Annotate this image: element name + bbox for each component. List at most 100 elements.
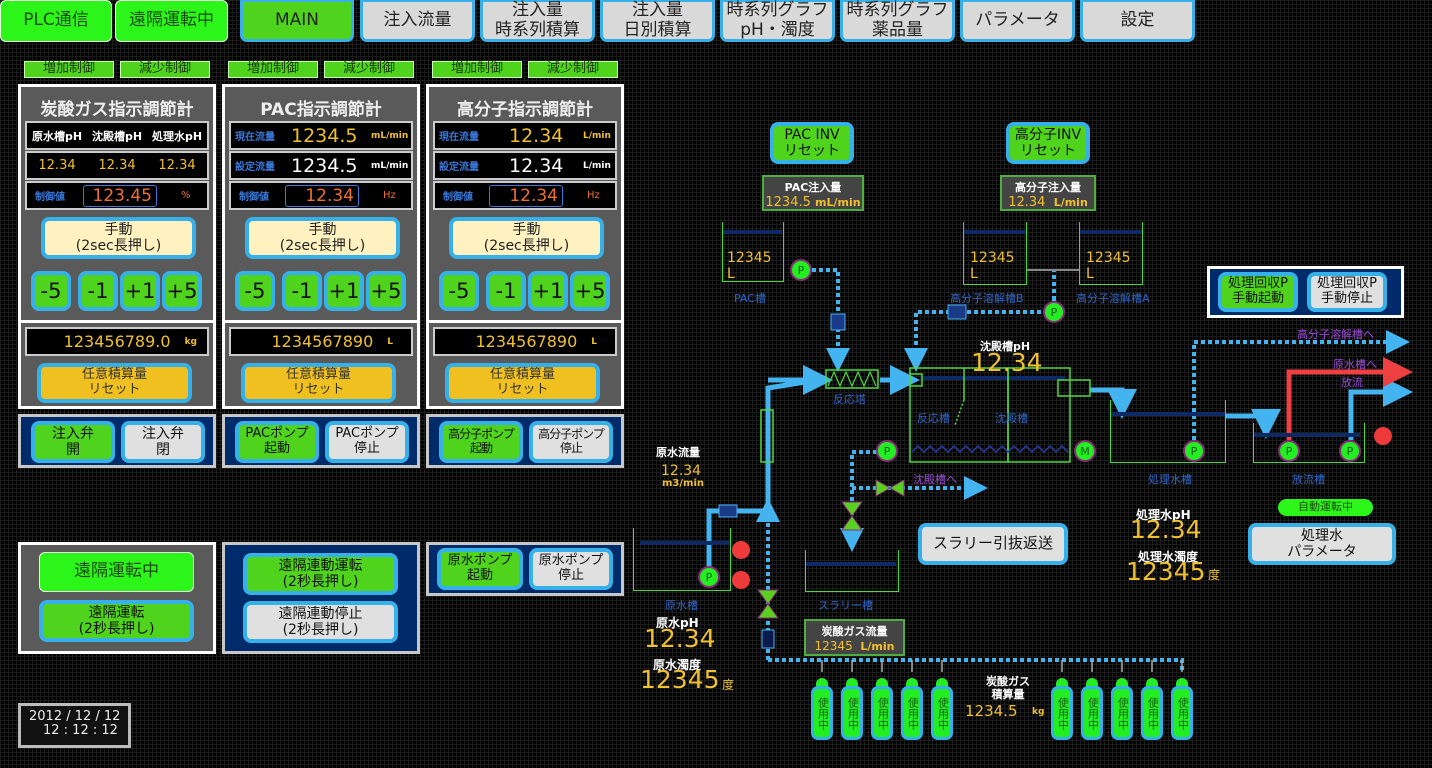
pac-control-value[interactable]: 12.34 [285, 184, 359, 207]
tab-injection-timeseries[interactable]: 注入量 時系列積算 [480, 0, 595, 42]
co2-increase-control[interactable]: 増加制御 [24, 61, 114, 78]
pac-step-plus1[interactable]: +1 [324, 271, 364, 311]
tab-parameters[interactable]: パラメータ [960, 0, 1075, 42]
poly-reset-button[interactable]: 任意積算量 リセット [445, 363, 600, 403]
poly-step-minus5[interactable]: -5 [439, 271, 479, 311]
scraper-motor-icon[interactable]: M [1074, 440, 1096, 462]
ph-value-settling: 12.34 [98, 158, 136, 173]
poly-total-unit: L [591, 336, 597, 347]
poly-tank-a-level: 12345 [1086, 250, 1131, 266]
raw-pump-stop-button[interactable]: 原水ポンプ 停止 [529, 548, 613, 590]
co2-flow-unit: L/min [860, 640, 895, 653]
poly-control-value[interactable]: 12.34 [489, 184, 563, 207]
co2-valve-open-button[interactable]: 注入弁 開 [31, 421, 115, 463]
slurry-tank [805, 550, 899, 592]
tab-settings[interactable]: 設定 [1080, 0, 1195, 42]
pac-injection-label: PAC注入量 [784, 181, 842, 194]
recovery-pump-stop-button[interactable]: 処理回収P 手動停止 [1307, 272, 1387, 312]
raw-turbidity-value: 12345 [640, 665, 720, 694]
pac-reset-button[interactable]: 任意積算量 リセット [241, 363, 396, 403]
ph-header-raw: 原水槽pH [31, 129, 83, 143]
co2-valve-close-button[interactable]: 注入弁 閉 [121, 421, 205, 463]
pac-valve-icon [830, 313, 846, 331]
pac-inv-reset-button[interactable]: PAC INV リセット [770, 122, 854, 164]
co2-step-plus5[interactable]: +5 [162, 271, 202, 311]
pac-current-value: 1234.5 [291, 124, 358, 147]
pac-pump-start-button[interactable]: PACポンプ 起動 [235, 421, 319, 463]
tab-graph-chemicals[interactable]: 時系列グラフ 薬品量 [840, 0, 955, 42]
co2-cylinder: 使用中 [811, 678, 833, 740]
cylinder-valve-icon [936, 678, 948, 688]
pac-step-minus5[interactable]: -5 [235, 271, 275, 311]
to-settling-valve-icon [875, 479, 892, 497]
pac-pump-stop-button[interactable]: PACポンプ 停止 [325, 421, 409, 463]
poly-pump-icon[interactable]: P [1043, 301, 1065, 323]
co2-step-minus5[interactable]: -5 [31, 271, 71, 311]
pac-set-value[interactable]: 1234.5 [291, 154, 358, 177]
co2-valve-icon [757, 589, 779, 605]
pac-pump-panel: PACポンプ 起動 PACポンプ 停止 [222, 414, 420, 468]
treated-ph-value: 12.34 [1130, 515, 1202, 544]
cylinder-valve-icon [1146, 678, 1158, 688]
poly-inv-reset-button[interactable]: 高分子INV リセット [1006, 122, 1090, 164]
tab-injection-flow[interactable]: 注入流量 [360, 0, 475, 42]
raw-water-pump-icon[interactable]: P [698, 566, 720, 588]
pac-injection-value: 1234.5 [765, 195, 811, 210]
co2-step-plus1[interactable]: +1 [120, 271, 160, 311]
raw-ph-label: 原水pH [656, 616, 699, 630]
slurry-return-button[interactable]: スラリー引抜返送 [918, 523, 1068, 565]
co2-cylinder: 使用中 [1051, 678, 1073, 740]
remote-operation-button[interactable]: 遠隔運転 (2秒長押し) [39, 600, 194, 642]
tab-main[interactable]: MAIN [240, 0, 354, 42]
poly-set-value[interactable]: 12.34 [509, 154, 564, 177]
poly-step-minus1[interactable]: -1 [486, 271, 526, 311]
sludge-return-line [840, 450, 877, 552]
co2-ph-header-row: 原水槽pH 沈殿槽pH 処理水pH [25, 121, 209, 150]
tab-graph-ph-turbidity[interactable]: 時系列グラフ pH・濁度 [720, 0, 835, 42]
co2-step-minus1[interactable]: -1 [78, 271, 118, 311]
co2-manual-button[interactable]: 手動 (2sec長押し) [41, 217, 196, 259]
pac-manual-button[interactable]: 手動 (2sec長押し) [245, 217, 400, 259]
discharge-pump-icon[interactable]: P [1339, 440, 1361, 462]
raw-pump-start-button[interactable]: 原水ポンプ 起動 [437, 548, 523, 590]
cylinder-valve-icon [906, 678, 918, 688]
poly-decrease-control[interactable]: 減少制御 [528, 61, 618, 78]
remote-link-stop-button[interactable]: 遠隔連動停止 (2秒長押し) [243, 601, 398, 643]
co2-decrease-control[interactable]: 減少制御 [120, 61, 210, 78]
pac-pump-icon[interactable]: P [790, 259, 812, 281]
poly-increase-control[interactable]: 増加制御 [432, 61, 522, 78]
co2-reset-button[interactable]: 任意積算量 リセット [37, 363, 192, 403]
remote-link-run-button[interactable]: 遠隔連動運転 (2秒長押し) [243, 553, 398, 595]
sludge-pump-icon[interactable]: P [876, 440, 898, 462]
co2-cylinder: 使用中 [871, 678, 893, 740]
cylinder-status: 使用中 [1081, 686, 1103, 740]
co2-total-unit: kg [1032, 707, 1045, 717]
poly-pump-stop-button[interactable]: 高分子ポンプ 停止 [529, 421, 613, 463]
recovery-pump-start-button[interactable]: 処理回収P 手動起動 [1218, 272, 1298, 312]
pac-injection-box: PAC注入量 1234.5 mL/min [762, 175, 864, 211]
pac-current-row: 現在流量 1234.5 mL/min [229, 121, 413, 150]
poly-manual-button[interactable]: 手動 (2sec長押し) [449, 217, 604, 259]
pac-increase-control[interactable]: 増加制御 [228, 61, 318, 78]
poly-step-plus5[interactable]: +5 [570, 271, 610, 311]
treated-turbidity-label: 処理水濁度 [1138, 550, 1199, 564]
co2-control-value[interactable]: 123.45 [83, 184, 157, 207]
poly-current-value: 12.34 [509, 124, 564, 147]
poly-set-label: 設定流量 [439, 162, 479, 173]
poly-injection-value: 12.34 [1008, 195, 1046, 210]
treated-water-tank [1110, 400, 1226, 463]
poly-control-label: 制御値 [443, 192, 473, 203]
cylinder-valve-icon [876, 678, 888, 688]
poly-control-unit: Hz [587, 190, 600, 201]
pac-set-label: 設定流量 [235, 162, 275, 173]
pac-step-plus5[interactable]: +5 [366, 271, 406, 311]
slurry-valve-icon [841, 501, 863, 517]
pac-decrease-control[interactable]: 減少制御 [324, 61, 414, 78]
poly-step-plus1[interactable]: +1 [528, 271, 568, 311]
pac-step-minus1[interactable]: -1 [282, 271, 322, 311]
tab-injection-daily[interactable]: 注入量 日別積算 [600, 0, 715, 42]
recovery-pump-icon[interactable]: P [1183, 440, 1205, 462]
return-pump-icon[interactable]: P [1278, 440, 1300, 462]
poly-pump-start-button[interactable]: 高分子ポンプ 起動 [439, 421, 523, 463]
treated-water-parameter-button[interactable]: 処理水 パラメータ [1248, 523, 1396, 565]
